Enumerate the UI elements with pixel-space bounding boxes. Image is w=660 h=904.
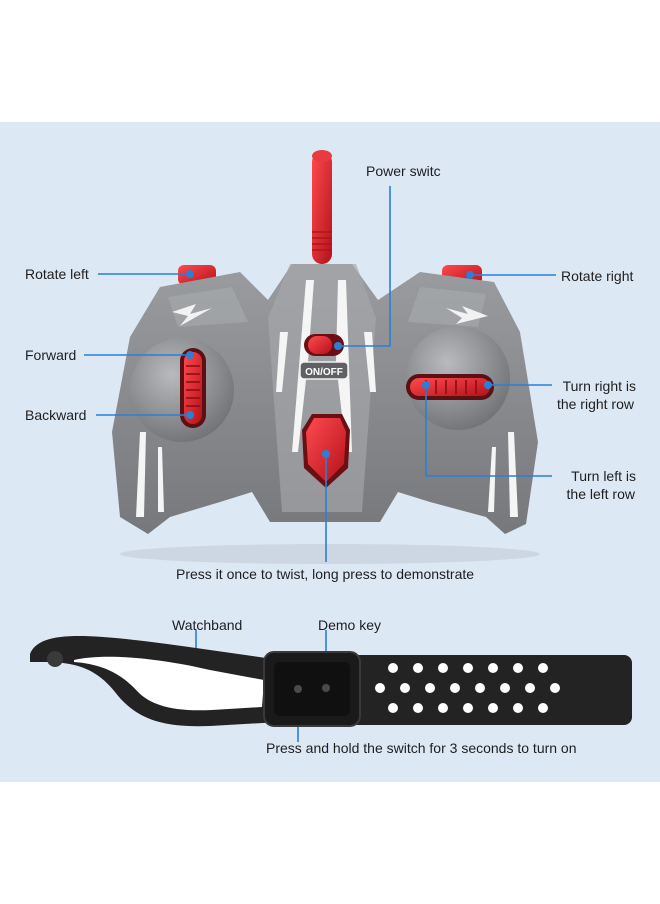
forward-backward-paddle[interactable]	[180, 348, 206, 428]
turn-right-label-line1: Turn right is	[562, 378, 636, 394]
on-off-text: ON/OFF	[305, 367, 343, 378]
on-off-badge	[299, 361, 349, 380]
press-hold-label: Press and hold the switch for 3 seconds …	[266, 740, 577, 756]
watch-module	[263, 651, 361, 727]
press-twist-label: Press it once to twist, long press to de…	[176, 566, 475, 582]
lightning-icon	[172, 304, 488, 326]
watchband-label: Watchband	[172, 617, 243, 633]
band-holes	[375, 663, 560, 713]
turn-left-label-line2: the left row	[566, 486, 635, 502]
rotate-right-label: Rotate right	[561, 268, 634, 284]
power-switch-label: Power switc	[366, 163, 441, 179]
rotate-left-label: Rotate left	[25, 266, 89, 282]
demo-key-buttons[interactable]	[294, 684, 330, 693]
product-scene: ON/OFF	[30, 150, 632, 742]
turn-left-label-line1: Turn left is	[571, 468, 636, 484]
forward-label: Forward	[25, 347, 77, 363]
antenna	[312, 150, 332, 264]
left-right-paddle[interactable]	[406, 374, 494, 400]
power-switch[interactable]	[304, 334, 344, 356]
turn-right-label-line2: the right row	[556, 396, 634, 412]
demo-key-label: Demo key	[318, 617, 382, 633]
backward-label: Backward	[25, 407, 87, 423]
